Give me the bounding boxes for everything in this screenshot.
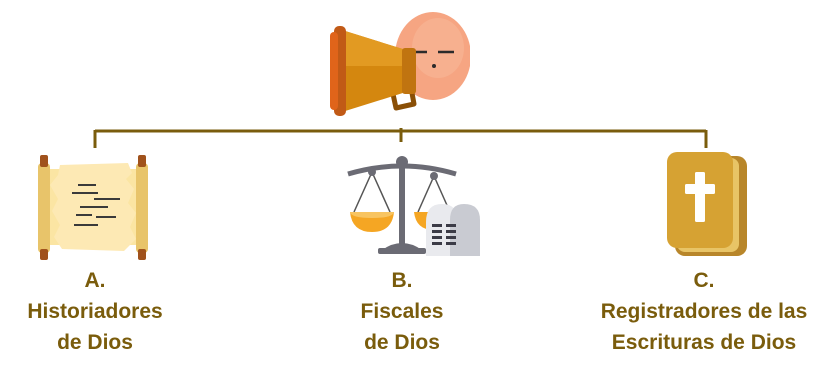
branch-a-line-2: de Dios bbox=[57, 331, 133, 354]
branch-c-line-2: Escrituras de Dios bbox=[611, 331, 797, 354]
branch-c-letter: C. bbox=[693, 269, 715, 292]
megaphone-speaker-icon bbox=[330, 12, 470, 116]
scales-and-tablets-icon bbox=[347, 156, 480, 256]
branch-a-letter: A. bbox=[84, 269, 106, 292]
branch-b-letter: B. bbox=[391, 269, 413, 292]
branch-c-label: C. Registradores de las Escrituras de Di… bbox=[580, 265, 828, 358]
bible-icon bbox=[667, 152, 747, 256]
scroll-icon bbox=[38, 155, 148, 260]
branch-b-label: B. Fiscales de Dios bbox=[322, 265, 482, 358]
branch-b-line-1: Fiscales bbox=[360, 300, 444, 323]
branch-a-label: A. Historiadores de Dios bbox=[15, 265, 175, 358]
branch-c-line-1: Registradores de las bbox=[600, 300, 808, 323]
branch-b-line-2: de Dios bbox=[364, 331, 440, 354]
branch-a-line-1: Historiadores bbox=[27, 300, 163, 323]
